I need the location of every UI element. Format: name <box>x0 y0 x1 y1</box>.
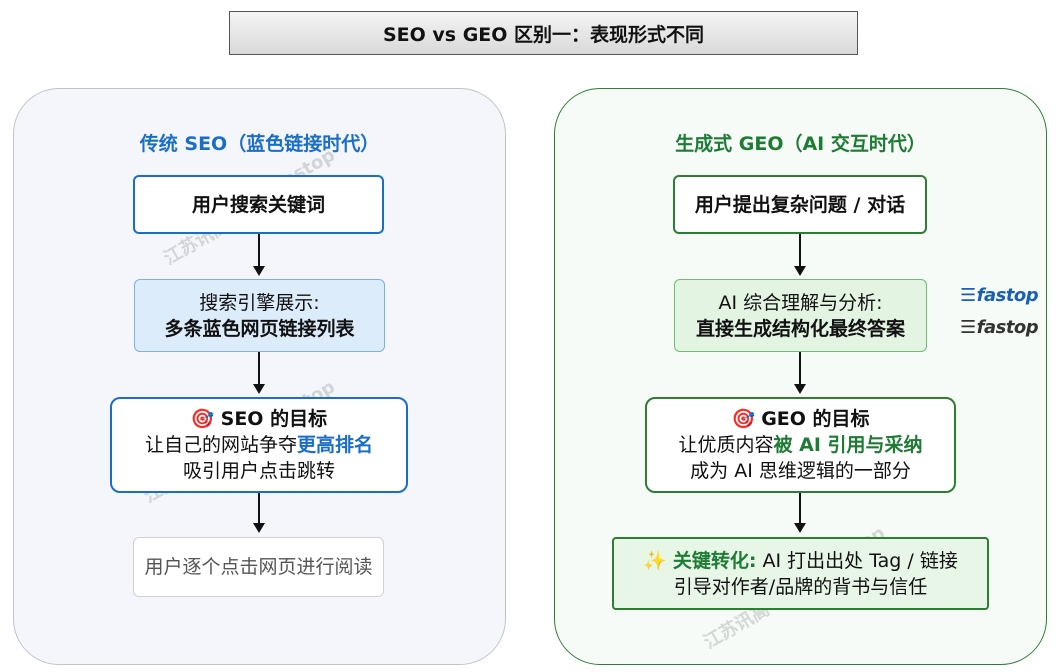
geo-key-label: 关键转化: <box>672 549 757 572</box>
seo-panel-heading: 传统 SEO（蓝色链接时代） <box>139 133 380 155</box>
arrow-connector <box>258 352 260 385</box>
seo-step-engine-display-line2: 多条蓝色网页链接列表 <box>164 317 355 340</box>
geo-panel-heading: 生成式 GEO（AI 交互时代） <box>675 133 926 155</box>
geo-goal-line2-text: 让优质内容 <box>678 434 774 456</box>
arrow-head-icon <box>794 523 806 533</box>
geo-step-ask-question-label: 用户提出复杂问题 / 对话 <box>694 193 906 216</box>
arrow-connector <box>799 352 801 385</box>
geo-step-ai-analysis-line1: AI 综合理解与分析: <box>718 291 883 314</box>
logo-stripes-icon: ☰ <box>960 317 976 338</box>
arrow-head-icon <box>253 266 265 276</box>
geo-step-ask-question: 用户提出复杂问题 / 对话 <box>673 175 927 234</box>
geo-key-conversion: ✨ 关键转化: AI 打出出处 Tag / 链接 引导对作者/品牌的背书与信任 <box>612 537 989 610</box>
sparkle-icon: ✨ <box>643 549 667 572</box>
seo-step-search-keyword-label: 用户搜索关键词 <box>191 193 325 216</box>
page-title: SEO vs GEO 区别一：表现形式不同 <box>229 11 858 55</box>
geo-key-line1: AI 打出出处 Tag / 链接 <box>756 549 958 572</box>
seo-step-click-read: 用户逐个点击网页进行阅读 <box>133 537 384 597</box>
arrow-head-icon <box>794 384 806 394</box>
arrow-connector <box>258 234 260 267</box>
geo-step-ai-analysis: AI 综合理解与分析: 直接生成结构化最终答案 <box>674 279 927 352</box>
geo-step-ai-analysis-line2: 直接生成结构化最终答案 <box>695 317 905 340</box>
geo-goal-highlight: 被 AI 引用与采纳 <box>773 434 923 456</box>
geo-goal-line3: 成为 AI 思维逻辑的一部分 <box>690 460 911 482</box>
fastop-logo: ☰fastop <box>960 317 1039 338</box>
arrow-connector <box>258 493 260 524</box>
seo-step-click-read-label: 用户逐个点击网页进行阅读 <box>144 556 373 578</box>
seo-goal-line3: 吸引用户点击跳转 <box>182 460 335 482</box>
arrow-connector <box>799 493 801 524</box>
seo-goal-title: SEO 的目标 <box>220 408 328 430</box>
seo-goal-box: 🎯 SEO 的目标 让自己的网站争夺更高排名 吸引用户点击跳转 <box>110 397 408 493</box>
arrow-head-icon <box>253 523 265 533</box>
seo-goal-highlight: 更高排名 <box>297 434 374 456</box>
fastop-logo: ☰fastop <box>960 285 1039 306</box>
geo-key-line2: 引导对作者/品牌的背书与信任 <box>673 575 928 598</box>
geo-goal-box: 🎯 GEO 的目标 让优质内容被 AI 引用与采纳 成为 AI 思维逻辑的一部分 <box>645 397 956 493</box>
target-icon: 🎯 <box>731 408 756 430</box>
arrow-connector <box>799 234 801 267</box>
geo-goal-title: GEO 的目标 <box>761 408 870 430</box>
logo-stripes-icon: ☰ <box>960 285 976 306</box>
arrow-head-icon <box>794 266 806 276</box>
seo-goal-line2-text: 让自己的网站争夺 <box>144 434 297 456</box>
target-icon: 🎯 <box>190 408 215 430</box>
seo-step-search-keyword: 用户搜索关键词 <box>133 175 384 234</box>
seo-step-engine-display: 搜索引擎展示: 多条蓝色网页链接列表 <box>134 279 385 352</box>
seo-step-engine-display-line1: 搜索引擎展示: <box>199 291 320 314</box>
arrow-head-icon <box>253 384 265 394</box>
